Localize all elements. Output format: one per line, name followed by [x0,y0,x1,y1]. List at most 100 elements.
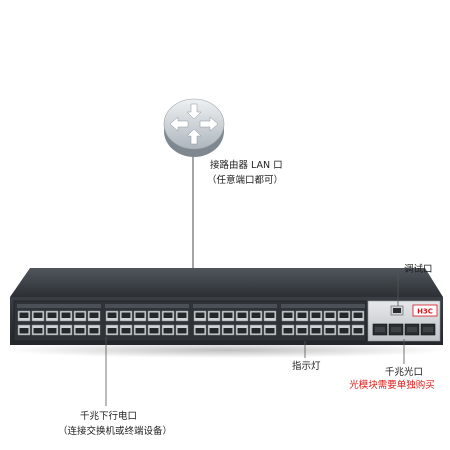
sfp-port-cage [407,327,417,332]
rj45-port-opening [89,328,99,334]
rj45-port[interactable] [337,324,351,336]
port-label-strip [193,304,277,308]
rj45-port[interactable] [263,324,277,336]
rj45-port-opening [107,328,117,334]
rj45-port[interactable] [309,324,323,336]
rj45-port[interactable] [59,324,73,336]
rj45-port[interactable] [105,310,119,322]
rj45-port[interactable] [207,310,221,322]
rj45-port[interactable] [235,310,249,322]
rj45-port[interactable] [161,324,175,336]
rj45-port-opening [135,312,145,318]
rj45-port[interactable] [207,324,221,336]
rj45-port[interactable] [105,324,119,336]
rj45-port-opening [311,328,321,334]
port-group [17,304,101,336]
rj45-port-opening [195,312,205,318]
rj45-port-opening [195,328,205,334]
rj45-port[interactable] [119,324,133,336]
arrow-out-left-icon [169,116,189,132]
rj45-port[interactable] [263,310,277,322]
sfp-slot-group [372,323,436,336]
sfp-port[interactable] [388,323,404,336]
port-label-strip [17,304,101,308]
sfp-port[interactable] [420,323,436,336]
rj45-port-opening [325,312,335,318]
rj45-port[interactable] [133,324,147,336]
rj45-port[interactable] [119,310,133,322]
rj45-port-opening [75,312,85,318]
rj45-port-opening [237,312,247,318]
rj45-port-opening [223,328,233,334]
rj45-port[interactable] [161,310,175,322]
rj45-port[interactable] [73,324,87,336]
rj45-port[interactable] [87,310,101,322]
rj45-port[interactable] [31,310,45,322]
rj45-port-opening [223,312,233,318]
rj45-port[interactable] [45,310,59,322]
rj45-port[interactable] [87,324,101,336]
rj45-port[interactable] [133,310,147,322]
rj45-port[interactable] [175,310,189,322]
rj45-port-opening [19,312,29,318]
indicator-label: 指示灯 [292,360,321,372]
rj45-port-opening [209,328,219,334]
rj45-port[interactable] [59,310,73,322]
rj45-port[interactable] [281,324,295,336]
rj45-port-opening [61,328,71,334]
rj45-port-opening [89,312,99,318]
rj45-port[interactable] [249,310,263,322]
rj45-port[interactable] [249,324,263,336]
rj45-port-opening [47,328,57,334]
rj45-port[interactable] [73,310,87,322]
rj45-port-opening [251,312,261,318]
rj45-port-opening [75,328,85,334]
rj45-port-opening [265,328,275,334]
rj45-port[interactable] [147,310,161,322]
rj45-port[interactable] [323,324,337,336]
rj45-port[interactable] [17,310,31,322]
rj45-port[interactable] [175,324,189,336]
rj45-port[interactable] [323,310,337,322]
rj45-port-opening [251,328,261,334]
sfp-port[interactable] [372,323,388,336]
console-port-label: 调试口 [404,263,433,275]
arrow-in-bottom-icon [186,128,202,145]
sfp-port-cage [423,327,433,332]
rj45-port[interactable] [193,324,207,336]
rj45-port-opening [177,312,187,318]
rj45-port[interactable] [351,324,365,336]
rj45-port[interactable] [193,310,207,322]
rj45-port[interactable] [309,310,323,322]
rj45-port[interactable] [235,324,249,336]
arrow-in-top-icon [186,103,202,120]
rj45-port-opening [47,312,57,318]
switch-shadow [1,342,450,358]
switch-icon: H3C [1,268,450,358]
sfp-port[interactable] [404,323,420,336]
rj45-port[interactable] [295,310,309,322]
rj45-port[interactable] [337,310,351,322]
downlink-ports-note: （连接交换机或终端设备） [58,425,172,437]
rj45-port-opening [325,328,335,334]
rj45-port[interactable] [221,324,235,336]
rj45-port-opening [107,312,117,318]
router-icon [163,98,225,157]
downlink-ports-label: 千兆下行电口 [80,410,137,422]
rj45-port[interactable] [17,324,31,336]
router-port-note: （任意端口都可） [207,174,283,186]
rj45-port[interactable] [221,310,235,322]
rj45-port[interactable] [45,324,59,336]
rj45-port-opening [353,328,363,334]
rj45-port[interactable] [281,310,295,322]
router-port-label: 接路由器 LAN 口 [210,159,283,171]
rj45-port[interactable] [147,324,161,336]
port-label-strip [105,304,189,308]
rj45-port[interactable] [295,324,309,336]
port-label-strip [281,304,365,308]
sfp-port-cage [391,327,401,332]
rj45-port-opening [209,312,219,318]
rj45-port[interactable] [351,310,365,322]
rj45-port-opening [33,328,43,334]
rj45-port[interactable] [31,324,45,336]
